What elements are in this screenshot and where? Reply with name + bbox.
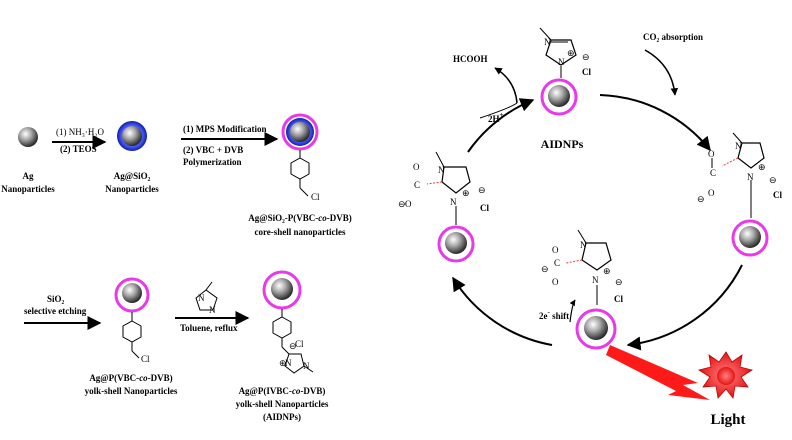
svg-text:O: O (413, 162, 420, 172)
agsio2-core (122, 126, 142, 146)
aidnp-label-2: yolk-shell Nanoparticles (236, 399, 329, 409)
cycle-arrow-top-left (467, 98, 535, 153)
svg-text:N: N (747, 172, 754, 182)
hcooh-arrow (494, 67, 518, 104)
svg-text:C: C (554, 258, 560, 268)
step2-line1: (1) MPS Modification (183, 124, 267, 134)
cycle-left-particle: N N ⊕ C O ⊖ O (398, 151, 475, 263)
cycle-right-minus: ⊖ (769, 175, 777, 185)
cycle-bottom-cl: Cl (614, 294, 623, 304)
cycle-right-cl: Cl (773, 190, 782, 200)
ag-label-2: Nanoparticles (1, 184, 55, 194)
cycle-arrow-top-right (599, 94, 711, 152)
sun-icon (697, 351, 754, 399)
aidnp-nanoparticle: ⊕ N N ⊖ (262, 270, 314, 374)
cycle-arrow-bottom-right (626, 264, 743, 351)
svg-text:⊖: ⊖ (289, 341, 297, 351)
step4-line1: Toluene, reflux (180, 323, 238, 333)
step3-line2: selective etching (24, 306, 87, 316)
svg-text:N: N (592, 275, 599, 285)
cycle-top-particle: N N ⊕ (539, 27, 578, 116)
svg-text:N: N (209, 305, 216, 315)
svg-text:⊖: ⊖ (541, 264, 549, 274)
yolkshell-label-1: Ag@P(VBC-co-DVB) (89, 373, 172, 383)
step3-line1: SiO₂ (47, 294, 65, 304)
agsio2-label-2: Nanoparticles (105, 184, 159, 194)
h2-arrow (479, 102, 518, 119)
svg-text:⊖: ⊖ (697, 194, 705, 204)
ag-label-1: Ag (23, 171, 34, 181)
cycle-left-minus: ⊖ (478, 185, 486, 195)
methylimidazole-reagent: N N (195, 281, 218, 315)
co2-label: CO₂ absorption (643, 32, 703, 42)
svg-text:N: N (303, 361, 310, 371)
svg-text:N: N (438, 165, 445, 175)
cycle-top-cl: Cl (582, 67, 591, 77)
aidnp-label-3: (AIDNPs) (263, 412, 301, 422)
ag-nanoparticle (18, 127, 38, 147)
step1-line2: (2) TEOS (60, 144, 97, 154)
coreshell-nanoparticle (281, 113, 319, 197)
svg-text:⊕: ⊕ (758, 162, 766, 172)
cycle-top-minus: ⊖ (582, 52, 590, 62)
svg-text:N: N (544, 37, 551, 47)
svg-text:⊕: ⊕ (567, 48, 575, 58)
svg-text:O: O (552, 245, 559, 255)
hcooh-label: HCOOH (453, 54, 488, 64)
yolkshell-cl: Cl (141, 354, 150, 364)
svg-text:N: N (735, 141, 742, 151)
yolkshell-nanoparticle (114, 277, 150, 359)
aidnp-cl: Cl (295, 339, 304, 349)
coreshell-label-2: core-shell nanoparticles (254, 227, 346, 237)
agsio2-label-1: Ag@SiO₂ (114, 171, 151, 181)
light-label: Light (710, 412, 745, 428)
step2-line2: (2) VBC + DVB (183, 145, 243, 155)
yolkshell-label-2: yolk-shell Nanoparticles (85, 386, 178, 396)
aidnp-label-1: Ag@P(IVBC-co-DVB) (239, 386, 326, 396)
co2-arrow (644, 49, 679, 96)
svg-text:O: O (708, 149, 715, 159)
cycle-left-cl: Cl (480, 203, 489, 213)
svg-text:⊕: ⊕ (279, 358, 287, 368)
svg-text:N: N (198, 293, 205, 303)
svg-text:N: N (580, 240, 587, 250)
svg-text:O: O (405, 199, 412, 209)
cycle-right-particle: N N ⊕ C O O ⊖ (697, 132, 769, 257)
svg-text:⊖: ⊖ (398, 199, 406, 209)
coreshell-label-1: Ag@SiO₂-P(VBC-co-DVB) (248, 213, 352, 223)
svg-text:N: N (450, 197, 457, 207)
cycle-bottom-particle: N N ⊕ C O O ⊖ (541, 229, 617, 350)
svg-text:C: C (710, 168, 716, 178)
step2-line3: Polymerization (183, 157, 241, 167)
svg-text:O: O (552, 277, 559, 287)
h2-label: 2H+ (488, 111, 504, 124)
shift-label: 2e- shift (539, 308, 569, 321)
svg-text:⊕: ⊕ (603, 266, 611, 276)
shift-arrow (569, 299, 576, 323)
svg-text:N: N (285, 358, 292, 368)
svg-text:⊕: ⊕ (462, 188, 470, 198)
cycle-arrow-bottom-left (452, 276, 553, 346)
step1-line1: (1) NH₃·H₂O (56, 127, 105, 137)
svg-text:O: O (708, 188, 715, 198)
cycle-bottom-minus: ⊖ (615, 277, 623, 287)
light-bolt-icon (606, 345, 710, 400)
svg-text:N: N (558, 57, 565, 67)
aidnps-label: AIDNPs (541, 137, 584, 151)
coreshell-cl: Cl (311, 192, 320, 202)
svg-text:C: C (414, 180, 420, 190)
